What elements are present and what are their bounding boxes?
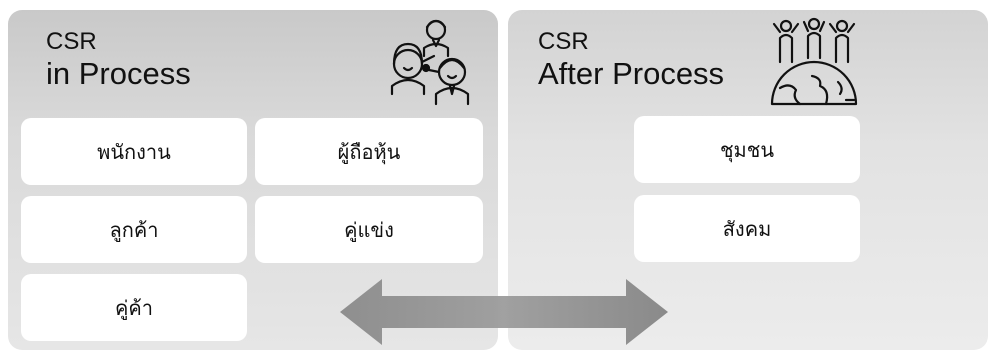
society-card-community: ชุมชน <box>634 116 860 183</box>
title-line-2: After Process <box>538 56 725 91</box>
stakeholder-card-shareholders: ผู้ถือหุ้น <box>255 118 483 185</box>
people-globe-icon <box>770 17 858 106</box>
csr-in-process-panel: CSR in Process พนักงาน ผู้ถือหุ้น ลูกค้า… <box>8 10 498 350</box>
panel-title: CSR in Process <box>46 28 191 91</box>
stakeholder-card-employees: พนักงาน <box>21 118 247 185</box>
title-line-1: CSR <box>538 28 589 55</box>
society-card-society: สังคม <box>634 195 860 262</box>
panel-title: CSR After Process <box>538 28 725 91</box>
title-line-2: in Process <box>46 56 191 91</box>
stakeholder-card-partners: คู่ค้า <box>21 274 247 341</box>
title-line-1: CSR <box>46 28 97 55</box>
stakeholder-card-customers: ลูกค้า <box>21 196 247 263</box>
people-network-icon <box>390 19 470 106</box>
csr-after-process-panel: CSR After Process ชุมชน สังคม <box>508 10 988 350</box>
stakeholder-card-competitors: คู่แข่ง <box>255 196 483 263</box>
